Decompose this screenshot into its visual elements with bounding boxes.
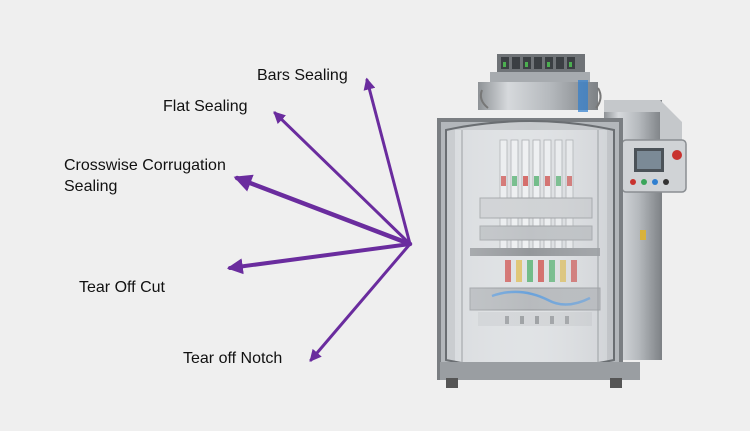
label-flat-sealing: Flat Sealing — [163, 98, 248, 115]
arrow-crosswise-corrugation-sealing — [233, 174, 413, 247]
arrow-tear-off-cut — [226, 242, 412, 275]
arrow-tear-off-notch — [309, 242, 412, 362]
machine-main-body — [437, 118, 646, 388]
callout-arrows — [226, 77, 413, 362]
arrow-flat-sealing — [273, 111, 412, 246]
packaging-machine-image — [437, 54, 687, 388]
machine-top-assembly — [478, 54, 602, 112]
arrow-bars-sealing — [363, 77, 412, 246]
label-crosswise-corrugation-sealing: Crosswise Corrugation Sealing — [64, 157, 226, 195]
label-bars-sealing: Bars Sealing — [257, 67, 348, 84]
label-tear-off-notch: Tear off Notch — [183, 350, 283, 367]
label-tear-off-cut: Tear Off Cut — [79, 279, 165, 296]
